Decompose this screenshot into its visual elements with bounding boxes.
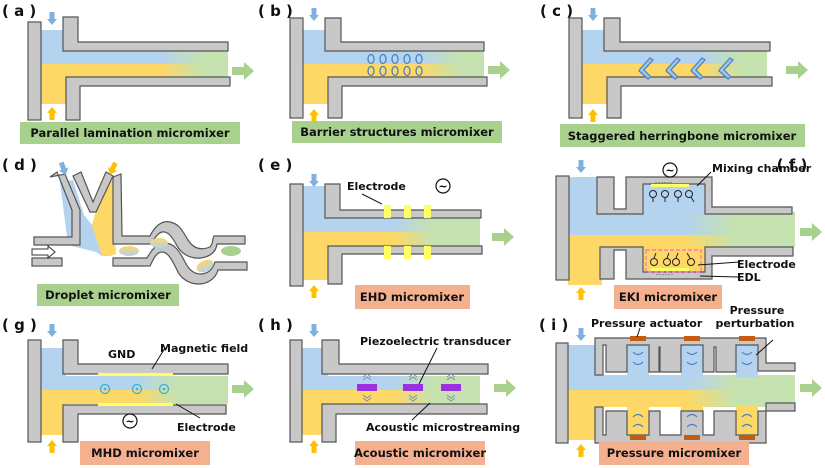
annotation-pressure: Pressure	[730, 304, 785, 317]
carrier-flow-arrow-icon	[31, 244, 56, 260]
ions-top	[649, 190, 695, 203]
inlet-arrow-yellow-icon	[107, 161, 118, 175]
channel-diagram	[27, 12, 254, 121]
ions-bottom	[650, 252, 695, 266]
inlet-arrow-blue-icon	[47, 12, 57, 25]
caption: Acoustic micromixer	[354, 446, 486, 460]
panel-e: ( e ) Electrode ~ EHD micromixer	[258, 156, 514, 309]
caption-box	[292, 121, 502, 143]
caption-box	[560, 124, 805, 147]
droplet	[150, 238, 168, 248]
droplet-diagram	[31, 160, 248, 285]
outlet-arrow-icon	[800, 223, 822, 241]
channel-diagram	[27, 324, 254, 453]
droplet	[119, 246, 139, 256]
caption-box	[599, 441, 749, 465]
caption-box	[80, 441, 210, 465]
channel-diagram	[555, 327, 822, 457]
droplet	[196, 259, 214, 273]
caption: Pressure micromixer	[607, 446, 742, 460]
panel-h: ( h ) Piezoelectric transducer Aco	[258, 316, 520, 465]
caption: EKI micromixer	[619, 290, 718, 304]
panel-label: ( g )	[2, 316, 37, 334]
caption: EHD micromixer	[360, 290, 464, 304]
channel-diagram: ------ ------	[555, 160, 822, 300]
edl-region	[645, 249, 702, 273]
outlet-arrow-icon	[492, 228, 514, 246]
caption-box	[20, 122, 240, 144]
caption-box	[355, 285, 470, 309]
outlet-arrow-icon	[232, 62, 254, 80]
caption: MHD micromixer	[91, 446, 199, 460]
ac-symbol: ~	[125, 415, 134, 428]
annotation-acoustic-microstreaming: Acoustic microstreaming	[366, 421, 520, 434]
annotation-magnetic-field: Magnetic field	[160, 342, 248, 355]
panel-i: ( i )	[539, 304, 822, 465]
outlet-arrow-icon	[488, 61, 510, 79]
channel-diagram	[568, 8, 808, 122]
herringbone-grooves	[638, 57, 734, 80]
panel-label: ( f )	[777, 156, 808, 174]
panel-a: ( a ) Parallel lamination micromixer	[2, 2, 254, 144]
panel-label: ( c )	[540, 2, 573, 20]
annotation-electrode: Electrode	[737, 258, 796, 271]
caption: Staggered herringbone micromixer	[568, 129, 797, 143]
ac-source-icon	[435, 178, 451, 194]
svg-text:------: ------	[656, 272, 674, 278]
panel-label: ( a )	[2, 2, 36, 20]
caption-box	[37, 284, 179, 306]
annotation-electrode: Electrode	[347, 180, 406, 193]
panel-g: ( g ) GND Magnetic field Electrode ~	[2, 316, 254, 465]
panel-label: ( h )	[258, 316, 293, 334]
acoustic-waves	[362, 373, 456, 402]
caption-box	[614, 285, 722, 309]
panel-b: ( b ) Barrier structures micromixer	[258, 2, 510, 143]
outlet-arrow-icon	[786, 61, 808, 79]
caption: Barrier structures micromixer	[300, 125, 494, 139]
annotation-piezoelectric-transducer: Piezoelectric transducer	[360, 335, 511, 348]
panel-label: ( b )	[258, 2, 293, 20]
droplet	[221, 246, 241, 256]
outlet-arrow-icon	[232, 380, 254, 398]
piezo-transducers	[357, 384, 461, 391]
annotation-electrode: Electrode	[177, 421, 236, 434]
annotation-perturbation: perturbation	[716, 317, 795, 330]
annotation-pressure-actuator: Pressure actuator	[591, 317, 703, 330]
ac-source-icon	[662, 162, 678, 178]
caption: Parallel lamination micromixer	[30, 126, 230, 140]
annotation-mixing-chamber: Mixing chamber	[712, 162, 812, 175]
ac-source-icon	[122, 413, 138, 429]
ac-symbol: ~	[665, 164, 674, 177]
annotation-edl: EDL	[737, 271, 761, 284]
panel-f: ( f ) ------ ------	[555, 156, 822, 309]
annotation-gnd: GND	[108, 348, 135, 361]
pressure-actuators	[630, 336, 755, 440]
panel-c: ( c ) Staggered herringbone micromixer	[540, 2, 808, 147]
magnetic-field-markers	[99, 383, 170, 395]
inlet-arrow-yellow-icon	[47, 107, 57, 120]
channel-diagram	[289, 174, 514, 298]
caption-box	[355, 441, 485, 465]
svg-text:------: ------	[655, 180, 673, 186]
barrier-structures	[367, 53, 423, 77]
electrodes	[384, 205, 431, 259]
outlet-arrow-icon	[494, 379, 516, 397]
panel-label: ( e )	[258, 156, 292, 174]
outlet-arrow-icon	[800, 379, 822, 397]
leader-line	[361, 193, 383, 205]
pressure-waves	[632, 351, 753, 428]
panel-label: ( d )	[2, 156, 37, 174]
panel-label: ( i )	[539, 316, 568, 334]
caption: Droplet micromixer	[45, 288, 171, 302]
panel-d: ( d ) Droplet micromixer	[2, 156, 248, 306]
channel-diagram	[289, 8, 510, 122]
ac-symbol: ~	[438, 180, 447, 193]
channel-diagram	[289, 324, 516, 453]
